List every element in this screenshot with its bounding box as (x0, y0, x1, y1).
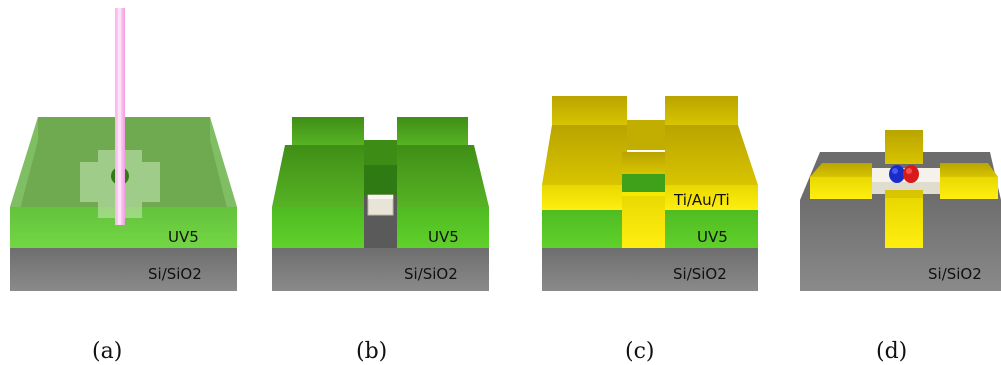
panel-d-caption: (d) (876, 339, 907, 364)
resist-bridge-top (364, 140, 397, 165)
resist-front-right (397, 207, 489, 248)
laser-beam-icon (115, 8, 125, 225)
metal-arm-top (622, 152, 665, 174)
panel-a-substrate-label: Si/SiO2 (148, 265, 202, 283)
metal-front-right (665, 185, 758, 210)
resist-top-right (397, 145, 489, 207)
substrate-block (272, 248, 489, 291)
substrate-block (10, 248, 237, 291)
metal-arm-front (622, 192, 665, 248)
trench-back-wall (364, 165, 397, 195)
panel-b: UV5 Si/SiO2 (b) (272, 117, 489, 364)
panel-b-substrate-label: Si/SiO2 (404, 265, 458, 283)
panel-c-uv5-label: UV5 (697, 228, 728, 246)
resist-top-left (272, 145, 364, 207)
panel-a: UV5 Si/SiO2 (a) (10, 8, 237, 364)
electrode-right-top (940, 163, 998, 177)
panel-d: Si/SiO2 (d) (800, 130, 1001, 364)
resist-front-left (272, 207, 364, 248)
electrode-bottom-top (885, 190, 923, 198)
electrode-left-front (810, 177, 872, 199)
panel-b-caption: (b) (356, 339, 387, 364)
channel-resist (622, 174, 665, 194)
resist-back-left (292, 117, 364, 145)
electrode-left-top (810, 163, 872, 177)
metal-top-left (542, 125, 627, 185)
panel-c-caption: (c) (625, 339, 655, 364)
panel-c-metal-label: Ti/Au/Ti (673, 191, 730, 209)
particle-blue (889, 165, 905, 183)
panel-b-uv5-label: UV5 (428, 228, 459, 246)
metal-bridge (627, 120, 665, 150)
particle-red (903, 165, 919, 183)
electrode-top (885, 130, 923, 164)
substrate-block (542, 248, 758, 291)
panel-c-substrate-label: Si/SiO2 (673, 265, 727, 283)
metal-back-left (552, 96, 627, 125)
panel-a-caption: (a) (92, 339, 122, 364)
panel-a-uv5-label: UV5 (168, 228, 199, 246)
electrode-right-front (940, 177, 998, 199)
metal-top-right (665, 125, 758, 185)
metal-back-right (665, 96, 738, 125)
panel-c: Ti/Au/Ti UV5 Si/SiO2 (c) (542, 96, 758, 364)
resist-back-right (397, 117, 468, 145)
metal-front-left (542, 185, 627, 210)
panel-d-substrate-label: Si/SiO2 (928, 265, 982, 283)
electrode-bottom-front (885, 198, 923, 248)
